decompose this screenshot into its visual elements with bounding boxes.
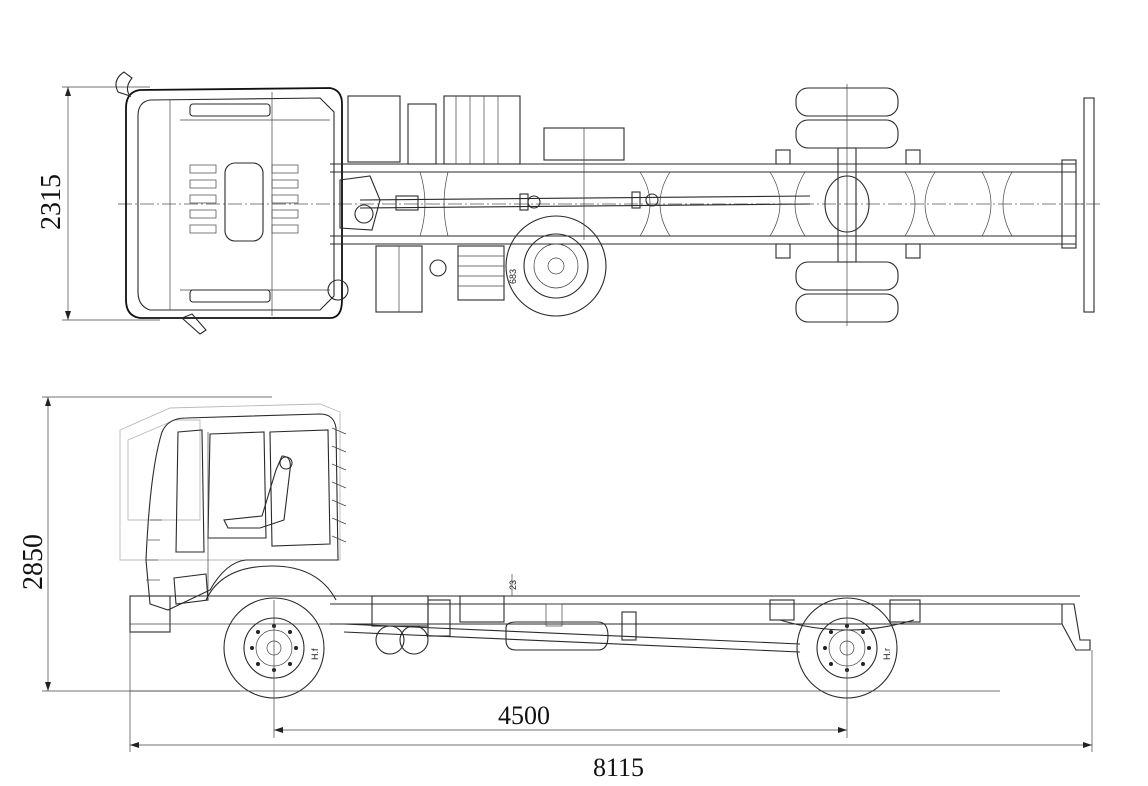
- spare-wheel-top: 683: [505, 215, 607, 317]
- engine-components-top: [327, 95, 625, 313]
- frame-rails-top: [330, 97, 1095, 313]
- wheelbase-dimension-label: 4500: [498, 701, 550, 730]
- width-dimension-label: 2315: [36, 174, 67, 230]
- length-dimension-label: 8115: [593, 753, 644, 782]
- cab-side: [119, 403, 347, 633]
- driveshaft-top: [359, 191, 811, 211]
- length-dimension: 8115: [129, 630, 1093, 782]
- side-view: 2850: [18, 396, 1093, 782]
- spare-wheel-dimension-label: 683: [508, 269, 518, 284]
- height-dimension-label: 2850: [18, 534, 49, 590]
- rear-axle-top: [775, 84, 921, 326]
- frame-dimension-label: 23: [508, 580, 518, 590]
- width-dimension: 2315: [36, 86, 160, 321]
- front-height-label: H.f: [310, 648, 320, 660]
- rear-height-label: H.r: [882, 648, 892, 660]
- height-dimension: 2850: [18, 396, 272, 692]
- chassis-components-side: [343, 595, 921, 655]
- cab-top: [115, 71, 343, 335]
- wheelbase-dimension: 4500: [273, 600, 848, 738]
- top-view: 2315: [36, 71, 1102, 335]
- frame-side: 23: [130, 574, 1091, 651]
